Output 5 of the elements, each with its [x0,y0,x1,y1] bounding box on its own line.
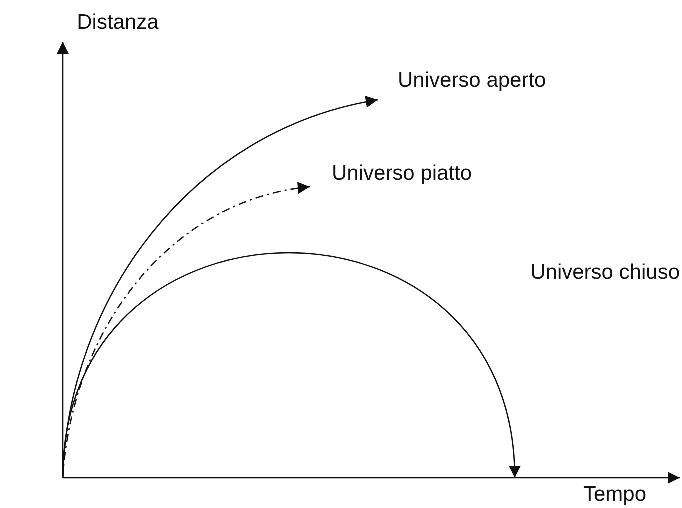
axis-title: Tempo [583,484,647,505]
curve-label: Universo aperto [398,70,546,91]
axis-title: Distanza [77,12,159,33]
curve-label: Universo chiuso [530,262,680,283]
curve-label: Universo piatto [332,163,472,184]
